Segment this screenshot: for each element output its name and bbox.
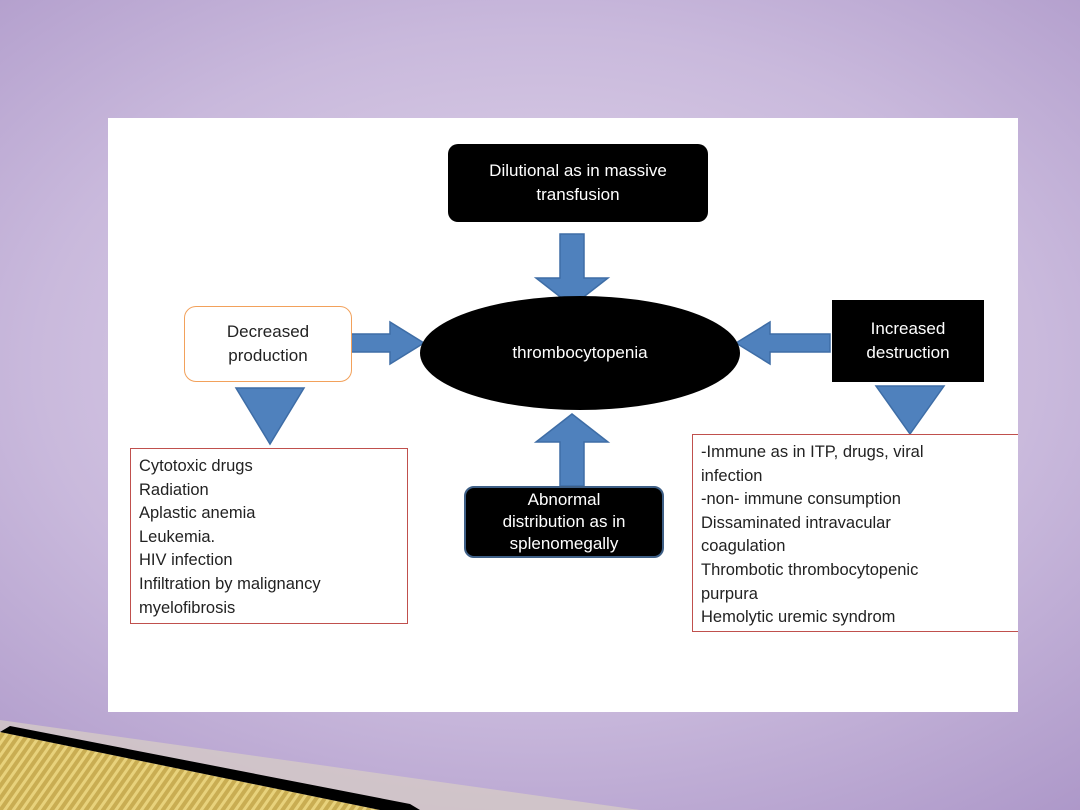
abnormal-distribution-box: Abnormal distribution as in splenomegall… bbox=[464, 486, 664, 558]
list-item: HIV infection bbox=[139, 551, 233, 570]
decreased-line-2: production bbox=[228, 346, 308, 365]
list-item: coagulation bbox=[701, 537, 786, 556]
arrow-triangle-left bbox=[234, 387, 306, 446]
list-item: Aplastic anemia bbox=[139, 504, 256, 523]
list-item: Radiation bbox=[139, 480, 209, 499]
list-item: Thrombotic thrombocytopenic bbox=[701, 560, 919, 579]
decreased-production-box: Decreased production bbox=[184, 306, 352, 382]
increased-line-1: Increased bbox=[870, 318, 946, 338]
abnormal-line-1: Abnormal bbox=[527, 489, 601, 509]
list-item: -non- immune consumption bbox=[701, 490, 901, 509]
arrow-left-right bbox=[734, 320, 831, 366]
list-item: infection bbox=[701, 466, 763, 485]
decreased-causes-list: Cytotoxic drugs Radiation Aplastic anemi… bbox=[130, 448, 408, 624]
dilutional-box: Dilutional as in massive transfusion bbox=[448, 144, 708, 222]
arrow-up-bottom bbox=[533, 413, 611, 487]
dilutional-line-2: transfusion bbox=[536, 185, 620, 204]
abnormal-line-3: splenomegally bbox=[509, 534, 619, 554]
list-item: Hemolytic uremic syndrom bbox=[701, 608, 896, 627]
increased-line-2: destruction bbox=[866, 343, 950, 362]
list-item: myelofibrosis bbox=[139, 598, 236, 617]
abnormal-line-2: distribution as in bbox=[502, 511, 626, 531]
list-item: Cytotoxic drugs bbox=[139, 457, 253, 475]
increased-destruction-box: Increased destruction bbox=[832, 300, 984, 382]
thrombocytopenia-node: thrombocytopenia bbox=[420, 296, 740, 410]
increased-causes-list: -Immune as in ITP, drugs, viral infectio… bbox=[692, 434, 1018, 632]
list-item: -Immune as in ITP, drugs, viral bbox=[701, 443, 924, 461]
list-item: Infiltration by malignancy bbox=[139, 574, 321, 593]
dilutional-line-1: Dilutional as in massive bbox=[489, 160, 667, 180]
decreased-line-1: Decreased bbox=[226, 321, 310, 341]
thrombocytopenia-label: thrombocytopenia bbox=[512, 343, 648, 362]
list-item: Dissaminated intravacular bbox=[701, 513, 891, 532]
list-item: purpura bbox=[701, 584, 758, 603]
slide-corner-decoration bbox=[0, 720, 640, 810]
arrow-triangle-right bbox=[874, 385, 946, 436]
diagram-panel: Dilutional as in massive transfusion Dec… bbox=[108, 118, 1018, 712]
list-item: Leukemia. bbox=[139, 527, 216, 546]
arrow-down-top bbox=[533, 233, 611, 307]
